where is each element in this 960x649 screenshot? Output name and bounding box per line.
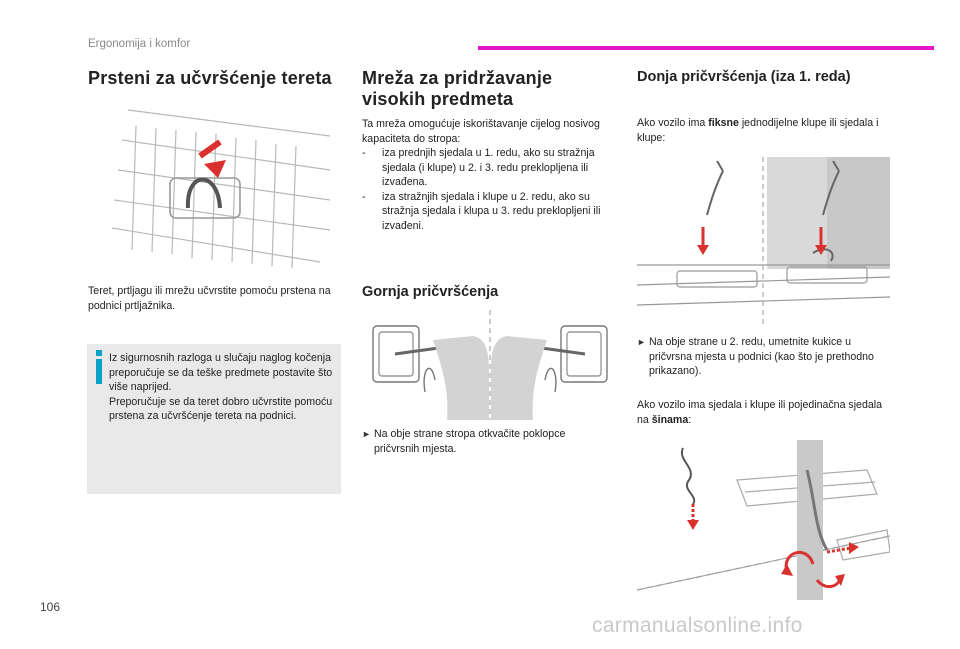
col3-paragraph-1: Ako vozilo ima fiksne jednodijelne klupe… [637, 117, 879, 144]
col3-title: Donja pričvršćenja (iza 1. reda) [637, 69, 851, 85]
col1-title: Prsteni za učvršćenje tereta [88, 68, 332, 88]
col1-body: Teret, prtljagu ili mrežu učvrstite pomo… [88, 285, 331, 312]
cargo-ring-illustration [111, 109, 331, 269]
info-box: Iz sigurnosnih razloga u slučaju naglog … [87, 344, 341, 494]
step-bullet-icon: ► [637, 337, 646, 347]
col2-list: -iza prednjih sjedala u 1. redu, ako su … [362, 146, 602, 233]
list-item: -iza stražnjih sjedala i klupe u 2. redu… [362, 190, 601, 232]
info-icon [96, 350, 102, 384]
col2-text-block: Ta mreža omogućuje iskorištavanje cijelo… [362, 117, 602, 233]
section-header: Ergonomija i komfor [88, 38, 191, 50]
col2-title: Mreža za pridržavanje visokih predmeta [362, 68, 552, 110]
col2-subtitle: Gornja pričvršćenja [362, 284, 499, 300]
roof-anchor-illustration [372, 310, 608, 420]
info-text-1: Iz sigurnosnih razloga u slučaju naglog … [109, 352, 333, 393]
page-number: 106 [40, 600, 61, 614]
info-text-2: Preporučuje se da teret dobro učvrstite … [109, 395, 333, 423]
floor-anchor-fixed-illustration [637, 157, 890, 325]
col2-intro: Ta mreža omogućuje iskorištavanje cijelo… [362, 118, 600, 145]
col3-paragraph-2: Ako vozilo ima sjedala i klupe ili pojed… [637, 399, 882, 426]
col2-title-line1: Mreža za pridržavanje [362, 68, 553, 88]
section-accent-bar [478, 46, 934, 50]
col2-title-line2: visokih predmeta [362, 89, 514, 109]
col3-step: ►Na obje strane u 2. redu, umetnite kuki… [637, 336, 874, 377]
col2-step: ►Na obje strane stropa otkvačite poklopc… [362, 428, 566, 455]
watermark-footer: carmanualsonline.info [592, 614, 803, 637]
list-item: -iza prednjih sjedala u 1. redu, ako su … [362, 147, 595, 188]
step-bullet-icon: ► [362, 429, 371, 439]
floor-anchor-rails-illustration [637, 440, 890, 600]
